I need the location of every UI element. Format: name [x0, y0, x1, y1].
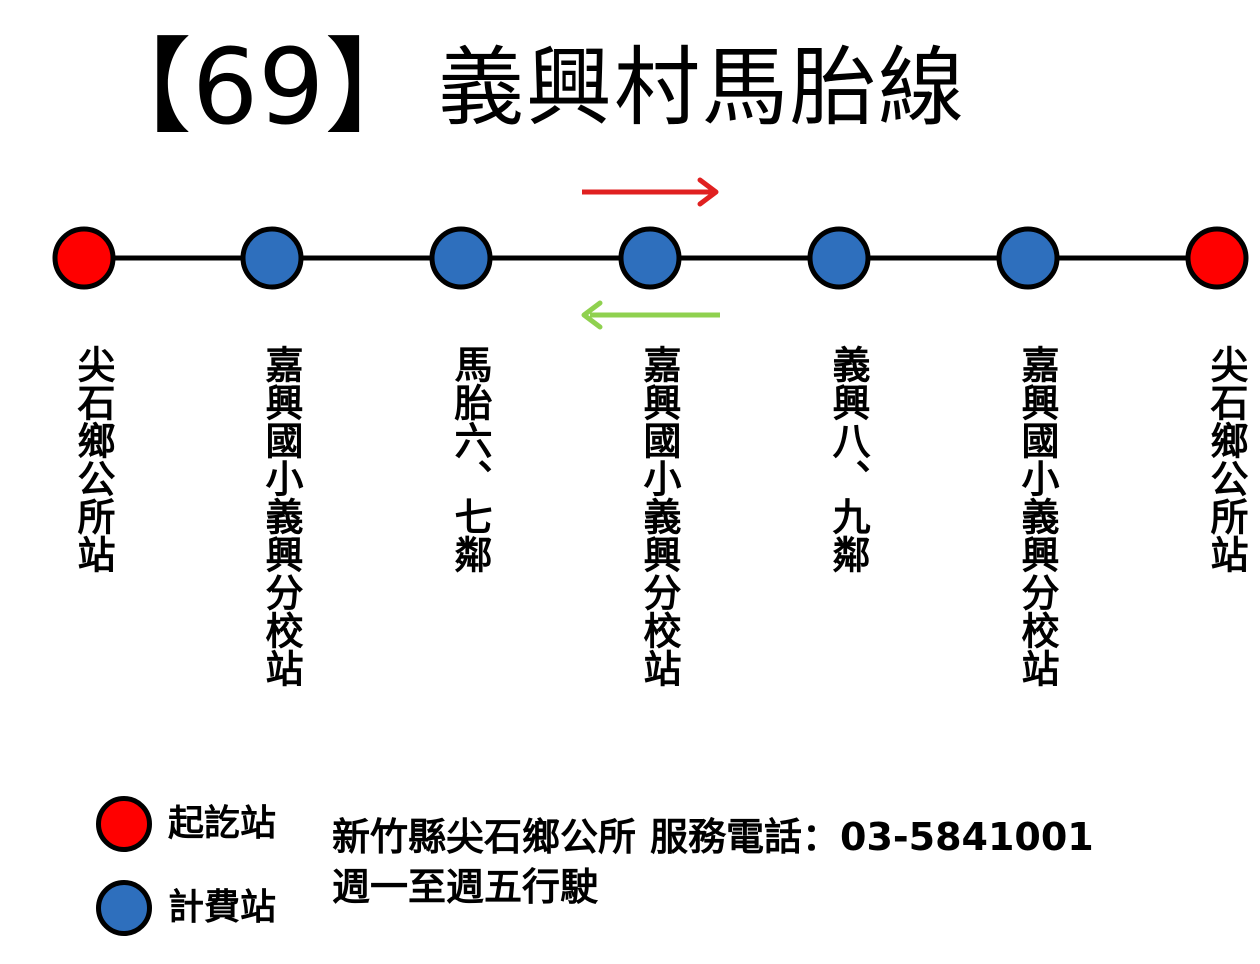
stop-label: 尖石鄉公所站	[1204, 345, 1248, 573]
stop-label: 嘉興國小義興分校站	[259, 345, 303, 687]
route-number: 【69】	[88, 26, 429, 148]
stop-label: 嘉興國小義興分校站	[637, 345, 681, 687]
stop-marker-terminal	[1185, 226, 1249, 290]
stop-marker-fare-stop	[618, 226, 682, 290]
route-diagram	[52, 177, 1249, 330]
service-schedule: 週一至週五行駛	[332, 865, 599, 909]
stop-markers	[52, 226, 1249, 290]
stop-marker-fare-stop	[429, 226, 493, 290]
forward-arrow-head	[697, 177, 719, 207]
stop-label: 馬胎六、七鄰	[448, 345, 492, 573]
service-info: 新竹縣尖石鄉公所服務電話：03-5841001 週一至週五行駛	[332, 812, 1094, 912]
stop-label: 尖石鄉公所站	[71, 345, 115, 573]
backward-arrow-head	[581, 300, 603, 330]
stop-label: 嘉興國小義興分校站	[1015, 345, 1059, 687]
legend-item-terminal: 起訖站	[92, 796, 332, 862]
legend: 起訖站 計費站	[92, 796, 332, 956]
forward-direction-arrow	[582, 177, 719, 207]
route-name: 義興村馬胎線	[438, 38, 966, 138]
stop-marker-fare-stop	[807, 226, 871, 290]
terminal-dot-icon	[96, 796, 152, 852]
legend-label-terminal: 起訖站	[168, 803, 277, 844]
stop-marker-fare-stop	[240, 226, 304, 290]
fare-stop-dot-icon	[96, 880, 152, 936]
stop-label: 義興八、九鄰	[826, 345, 870, 573]
legend-label-fare-stop: 計費站	[168, 887, 277, 928]
stop-marker-terminal	[52, 226, 116, 290]
stop-marker-fare-stop	[996, 226, 1060, 290]
operator-line: 新竹縣尖石鄉公所服務電話：03-5841001	[332, 812, 1094, 862]
legend-item-fare-stop: 計費站	[92, 880, 332, 946]
backward-direction-arrow	[581, 300, 720, 330]
service-phone: 服務電話：03-5841001	[650, 815, 1094, 859]
operator-name: 新竹縣尖石鄉公所	[332, 815, 637, 859]
